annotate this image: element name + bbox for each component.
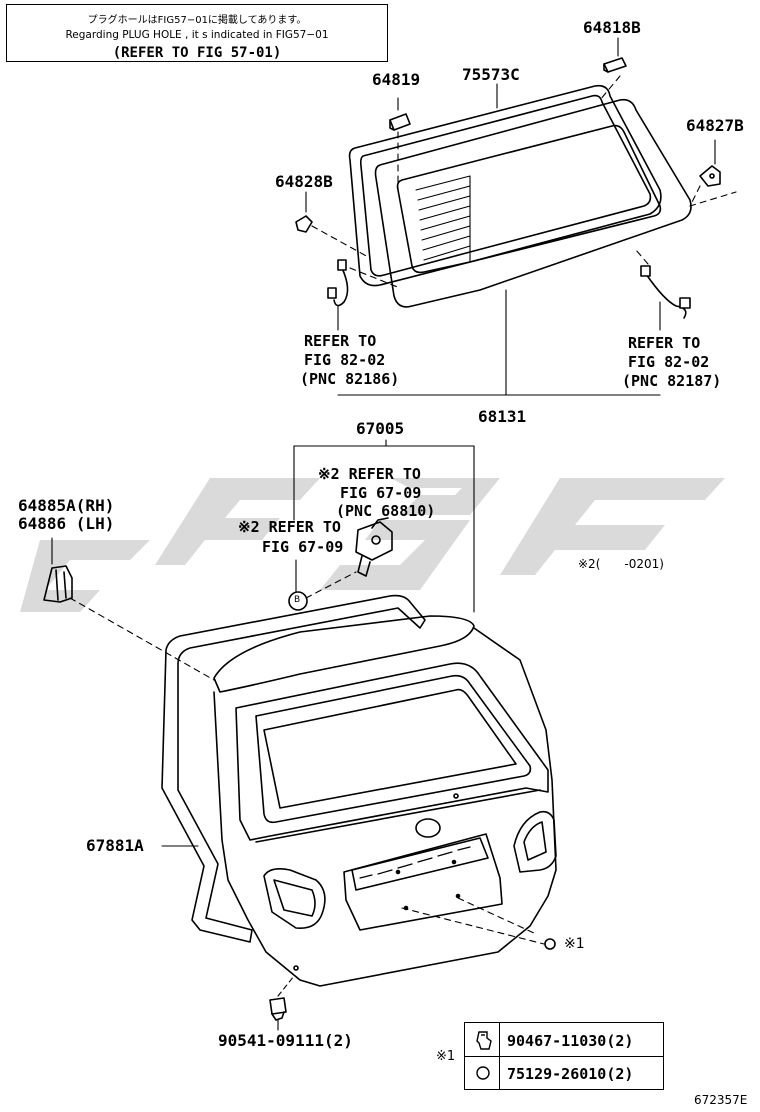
ref-left-line2: FIG 82-02 — [304, 351, 386, 369]
part-67005: 67005 — [356, 419, 405, 438]
door-weatherstrip-67881a — [161, 594, 426, 943]
back-door-lock — [355, 517, 393, 577]
part-67881a: 67881A — [86, 836, 144, 855]
wire-harness-right — [640, 265, 691, 319]
clip-ring — [544, 938, 556, 950]
note-line-jp: プラグホールはFIG57−01に掲載してあります。 — [87, 15, 307, 26]
part-64827b: 64827B — [686, 116, 744, 135]
part-64819: 64819 — [372, 70, 421, 89]
clip-64828b — [295, 215, 313, 233]
ref-left-line3: (PNC 82186) — [300, 370, 400, 388]
part-68131: 68131 — [478, 407, 527, 426]
ref-left-line1: REFER TO — [304, 332, 377, 350]
legend-row: 75129-26010(2) — [465, 1056, 663, 1089]
part-75573c: 75573C — [462, 65, 520, 84]
callout-b: B — [294, 595, 301, 605]
note-box: プラグホールはFIG57−01に掲載してあります。 Regarding PLUG… — [6, 4, 388, 62]
mark-1: ※1 — [564, 936, 585, 952]
ref-sub-line1: ※2 REFER TO — [238, 518, 341, 536]
legend-text-1: 90467-11030(2) — [507, 1032, 634, 1050]
legend-row: 90467-11030(2) — [465, 1023, 663, 1057]
callout-b-circle — [288, 591, 308, 611]
ref-sub-line2: FIG 67-09 — [262, 538, 344, 556]
part-64885a: 64885A(RH) — [18, 496, 115, 515]
wire-harness-left — [327, 259, 349, 307]
ref-lock-line2: FIG 67-09 — [340, 484, 422, 502]
legend-mark: ※1 — [436, 1049, 456, 1064]
part-64828b: 64828B — [275, 172, 333, 191]
clip-64827b — [699, 165, 721, 187]
back-window-glass — [374, 98, 692, 308]
part-64886: 64886 (LH) — [18, 514, 115, 533]
part-64818b: 64818B — [583, 18, 641, 37]
note-applicability: ※2( -0201) — [578, 557, 664, 571]
hinge-cover — [43, 565, 73, 603]
legend-text-2: 75129-26010(2) — [507, 1065, 634, 1083]
part-90541: 90541-09111(2) — [218, 1031, 353, 1050]
ref-right-line2: FIG 82-02 — [628, 353, 710, 371]
clip-64819 — [389, 113, 411, 131]
clip-64818b — [603, 57, 627, 73]
clip-icon — [476, 1031, 492, 1050]
ref-lock-line1: ※2 REFER TO — [318, 465, 421, 483]
note-refer: (REFER TO FIG 57-01) — [112, 45, 282, 61]
weatherstrip-75573c — [348, 84, 662, 287]
back-door-panel — [213, 615, 557, 987]
ref-lock-line3: (PNC 68810) — [336, 502, 436, 520]
ref-right-line3: (PNC 82187) — [622, 372, 722, 390]
ref-right-line1: REFER TO — [628, 334, 701, 352]
fastener-legend: 90467-11030(2) 75129-26010(2) — [464, 1022, 664, 1090]
ring-icon — [476, 1066, 490, 1080]
clip-90541 — [269, 997, 287, 1021]
note-line-en: Regarding PLUG HOLE , it s indicated in … — [65, 29, 329, 41]
figure-id: 672357E — [694, 1093, 748, 1107]
